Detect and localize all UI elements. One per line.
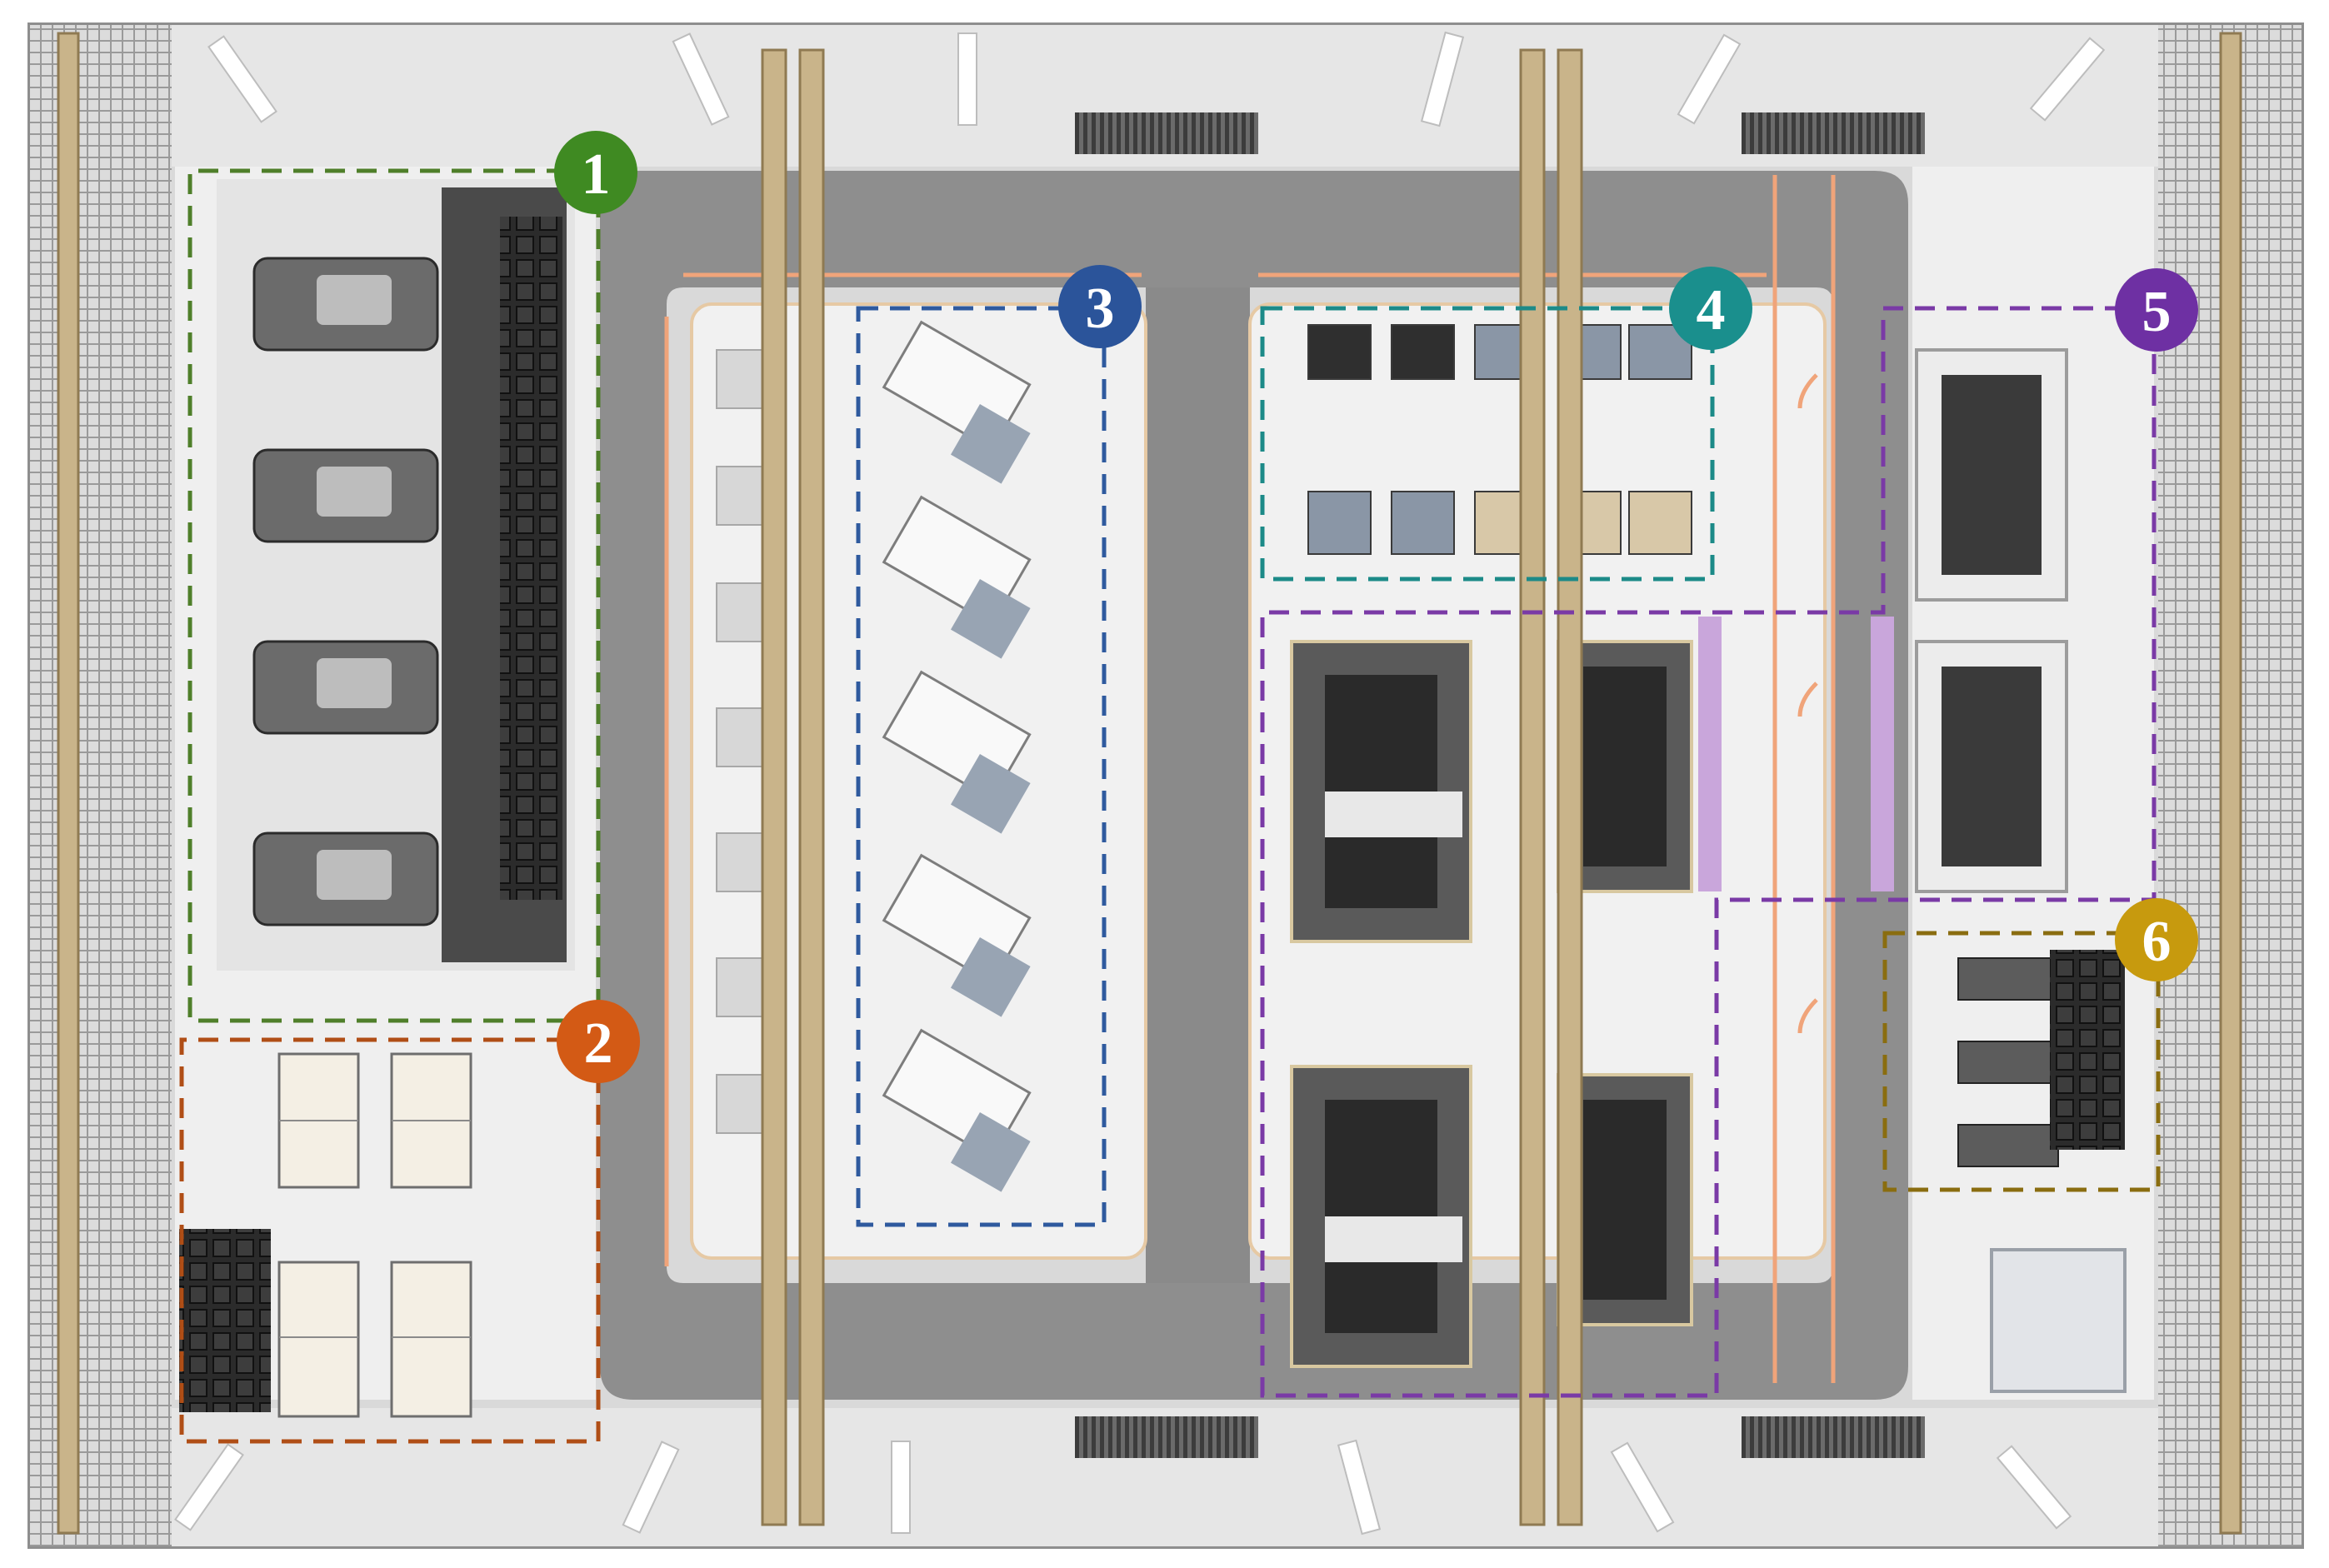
ceiling-lights-bottom — [174, 1439, 2072, 1536]
overhead-gantry-rails — [57, 32, 2242, 1535]
zone-2-number: 2 — [584, 1011, 613, 1076]
ceiling-vent-top-left — [1075, 112, 1258, 154]
left-wall-walkway — [30, 25, 172, 1546]
zone-boundaries — [179, 168, 2161, 1444]
zone-2-badge-circle — [557, 1000, 640, 1083]
ceiling-vent-bottom-left — [1075, 1416, 1258, 1458]
zone-5-badge: 5 — [2115, 268, 2198, 352]
zone-5-badge-circle — [2115, 268, 2198, 352]
zone-4-badge: 4 — [1669, 267, 1752, 350]
zone-5-lilac-strip-right — [1871, 617, 1894, 891]
zone-5-number: 5 — [2142, 280, 2172, 344]
zone-4-number: 4 — [1697, 278, 1726, 342]
zone-3-side-terminals — [716, 349, 767, 1134]
zone-2-shelf-dividers — [279, 1120, 471, 1338]
zone-3-badge: 3 — [1058, 265, 1142, 348]
zone-1-boundary — [187, 168, 601, 1023]
zone-6-stations — [1957, 957, 2059, 1167]
zone-2-stairs — [179, 1229, 271, 1412]
zone-6-rack — [2050, 950, 2125, 1150]
zone-3-boundary — [856, 306, 1107, 1227]
zone-1-number: 1 — [582, 142, 611, 207]
zone-4-badge-circle — [1669, 267, 1752, 350]
orange-guide-lines — [664, 175, 1836, 1383]
zone-1-robot-arms — [317, 275, 392, 900]
storage-cabinet — [1990, 1248, 2127, 1393]
zone-1-badge-circle — [554, 131, 637, 214]
zone-3-badge-circle — [1058, 265, 1142, 348]
zone-6-badge: 6 — [2115, 898, 2198, 981]
zone-6-badge-circle — [2115, 898, 2198, 981]
zone-1-badge: 1 — [554, 131, 637, 214]
zone-6-boundary — [1882, 931, 2161, 1192]
zone-2-badge: 2 — [557, 1000, 640, 1083]
zone-5-lilac-strip-left — [1698, 617, 1722, 891]
road-center-cut — [1146, 287, 1250, 1283]
ceiling-vent-bottom-right — [1742, 1416, 1925, 1458]
ceiling-lights-top — [207, 31, 2106, 127]
zone-2-boundary — [179, 1037, 601, 1444]
zone-6-number: 6 — [2142, 910, 2172, 974]
ceiling-vent-top-right — [1742, 112, 1925, 154]
zone-1-rack — [500, 217, 562, 900]
zone-3-number: 3 — [1086, 277, 1115, 341]
zone-4-boundary — [1260, 306, 1715, 582]
zone-3-machines — [882, 320, 1032, 1192]
